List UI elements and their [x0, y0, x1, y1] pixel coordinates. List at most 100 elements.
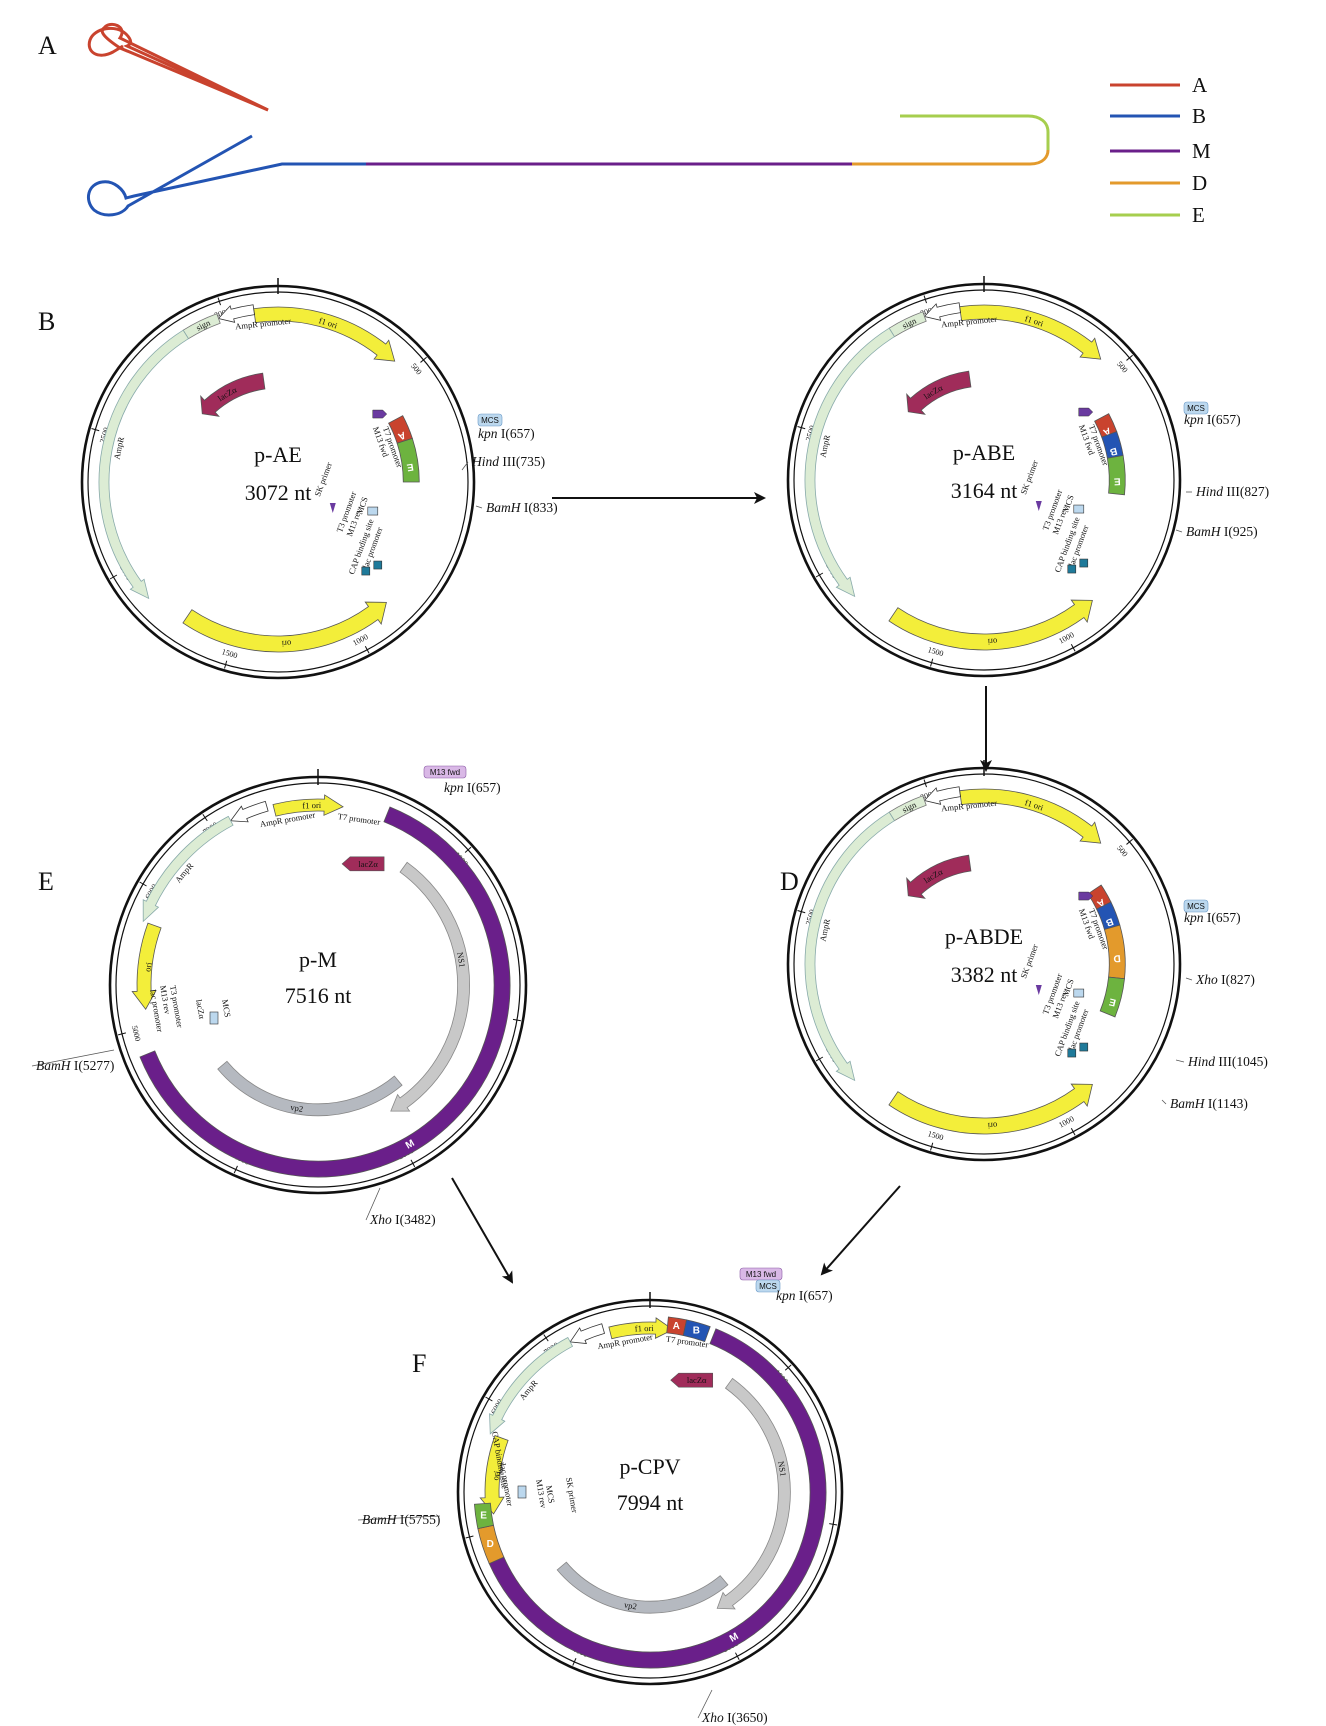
ori-arrow [182, 601, 387, 653]
mcs-box [477, 413, 503, 427]
ampr-arrow [489, 1336, 574, 1435]
tick-mark [217, 297, 221, 306]
legend-label-d: D [1192, 171, 1207, 195]
vp2-label: vp2 [290, 1102, 304, 1114]
mcs-box-label: MCS [1187, 902, 1205, 911]
site-1-enzyme: BamH [36, 1058, 72, 1073]
site-0-enzyme: kpn [1184, 910, 1204, 925]
m13-fwd-marker [1078, 891, 1094, 901]
tick-label: 500 [409, 361, 424, 376]
site-3-leader [1161, 1099, 1167, 1105]
tick-mark [464, 846, 472, 853]
plasmid-name: p-ABE [953, 440, 1015, 465]
ampr-promoter-arrow [569, 1323, 606, 1345]
tick-mark [91, 428, 100, 432]
tick-mark [202, 813, 208, 822]
segment-label-a: A [1095, 896, 1107, 909]
mcs-block [1073, 988, 1085, 998]
segment-label-b: B [693, 1326, 700, 1337]
site-1-leader [357, 1515, 441, 1521]
ampr-promoter-arrow [229, 800, 269, 823]
site-1-leader [31, 1049, 115, 1067]
mcs-box [1183, 401, 1209, 415]
site-1-position: III(735) [499, 454, 545, 469]
m13-fwd-box [423, 765, 467, 779]
tick-mark [829, 1523, 838, 1526]
site-1: BamH I(5755) [362, 1512, 440, 1527]
tick-label: 1500 [221, 647, 239, 660]
lacz-arrow [670, 1372, 714, 1388]
signal-box [182, 313, 221, 340]
plasmid-size: 3382 nt [951, 962, 1018, 987]
ns1-label-text: NS1 [776, 1460, 788, 1477]
ori-label-text: ori [987, 636, 998, 646]
site-2-position: I(925) [1221, 524, 1258, 539]
site-2-position: I(3650) [724, 1710, 768, 1725]
tick-mark [512, 1018, 521, 1022]
ori-label: ori [281, 638, 292, 648]
tick-mark [784, 1364, 792, 1371]
site-2: Xho I(3650) [701, 1710, 768, 1725]
sk-primer-marker [1035, 501, 1042, 512]
site-2-position: III(1045) [1215, 1054, 1268, 1069]
ori-label: ori [987, 636, 998, 646]
segment-e-line [900, 114, 1050, 150]
tick-mark [735, 1652, 740, 1660]
segment-label-e: E [1108, 995, 1117, 1007]
tick-mark [1126, 354, 1133, 361]
segment-m-arc [139, 806, 511, 1178]
lacz-arrow [906, 854, 972, 899]
legend-label-a: A [1192, 73, 1208, 97]
tick-mark [364, 645, 370, 654]
tick-mark [815, 1056, 824, 1062]
ampr-arrow [142, 815, 234, 923]
mcs-block [367, 506, 379, 516]
tick-label: 500 [1115, 359, 1130, 374]
segment-label-b: B [1104, 915, 1115, 928]
site-0-enzyme: kpn [478, 426, 498, 441]
site-2-leader [697, 1689, 713, 1719]
ori-label-text: ori [987, 1120, 998, 1130]
lacz-arrow [341, 856, 385, 872]
segment-e [396, 437, 420, 483]
inner-feature-label: MCS [544, 1485, 557, 1505]
panel-letter-a: A [38, 31, 57, 60]
plasmid-name: p-ABDE [945, 924, 1023, 949]
tick-mark [1070, 643, 1076, 652]
flow-arrows [451, 492, 992, 1284]
tick-mark [930, 658, 934, 667]
site-0-enzyme: kpn [776, 1288, 796, 1303]
tick-mark [410, 1159, 416, 1168]
tick-mark [815, 572, 824, 578]
f1-ori-arrow [959, 304, 1102, 360]
plasmid-size: 3164 nt [951, 478, 1018, 503]
site-3: BamH I(1143) [1170, 1096, 1248, 1111]
site-1-enzyme: Xho [1195, 972, 1218, 987]
panel-letter-f: F [412, 1349, 426, 1378]
site-0: kpn I(657) [1184, 412, 1241, 427]
plasmid-size: 7994 nt [617, 1490, 684, 1515]
site-3-position: I(1143) [1205, 1096, 1248, 1111]
site-0-position: I(657) [1204, 910, 1241, 925]
tick-mark [923, 295, 927, 304]
ampr-promoter-arrow [923, 786, 961, 805]
tick-mark [572, 1658, 577, 1666]
ori-arrow [888, 599, 1093, 651]
f1-ori-label: f1 ori [634, 1323, 654, 1334]
site-1-enzyme: Hind [471, 454, 499, 469]
ampr-promoter-label: AmpR promoter [941, 314, 998, 330]
site-0-position: I(657) [464, 780, 501, 795]
segment-label-d: D [1113, 952, 1121, 964]
lac-block [1079, 1042, 1089, 1052]
segment-b-line [86, 134, 366, 217]
site-1: BamH I(5277) [36, 1058, 114, 1073]
tick-mark [233, 1165, 238, 1174]
mcs-box-label: MCS [759, 1282, 777, 1291]
site-0-enzyme: kpn [444, 780, 464, 795]
m13-fwd-marker [1078, 407, 1094, 417]
ori-arrow [131, 922, 162, 1010]
sk-primer-label: SK primer [1018, 459, 1040, 496]
f1-ori-arrow [608, 1317, 674, 1340]
site-2: Xho I(3482) [369, 1212, 436, 1227]
